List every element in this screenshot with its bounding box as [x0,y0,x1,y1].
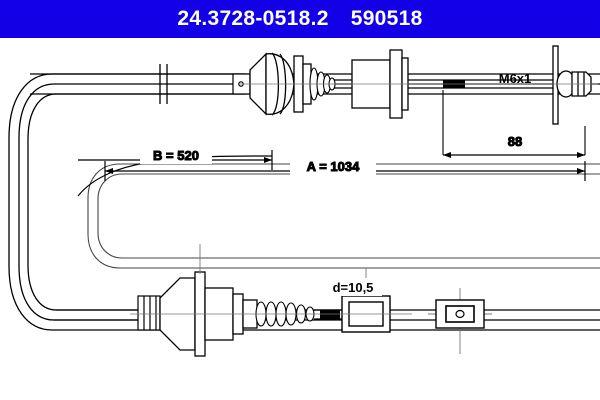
technical-drawing: B = 520 A = 1034 88 M6x1 [8,45,600,357]
dimension-a: A = 1034 [104,157,586,181]
retaining-clip [428,288,492,354]
reference-number-label: 590518 [350,7,423,30]
dimension-88-arrow-left [443,152,451,158]
upper-assembly [30,45,598,125]
lower-assembly [54,244,412,357]
dimension-a-arrow-left [105,168,113,174]
title-banner: 24.3728-0518.2 590518 [0,0,600,38]
cable-bend-loop [8,73,600,331]
dimension-d-label: d=10,5 [333,280,374,295]
upper-sleeve-stop [159,64,168,104]
lower-cable-run [54,309,138,321]
dimension-b-arrow-right [264,157,272,163]
lower-connecting-rod [314,309,342,320]
dimension-88-arrow-right [577,152,585,158]
dimension-d: d=10,5 [324,278,382,296]
dimension-a-label: A = 1034 [307,159,360,174]
inner-cable-loop [87,163,600,269]
dimension-88: 88 [442,90,586,158]
thread-label: M6x1 [499,71,532,86]
lower-knurled-collar [137,295,161,331]
upper-cable-run [30,73,245,95]
dimension-88-label: 88 [508,134,522,149]
upper-connecting-rod [334,79,352,89]
part-number-label: 24.3728-0518.2 [177,7,329,30]
annotation-thread: M6x1 [499,71,532,86]
dimension-b: B = 520 [77,146,273,197]
dimension-b-label: B = 520 [153,148,199,163]
dimension-a-arrow-right [577,168,585,174]
